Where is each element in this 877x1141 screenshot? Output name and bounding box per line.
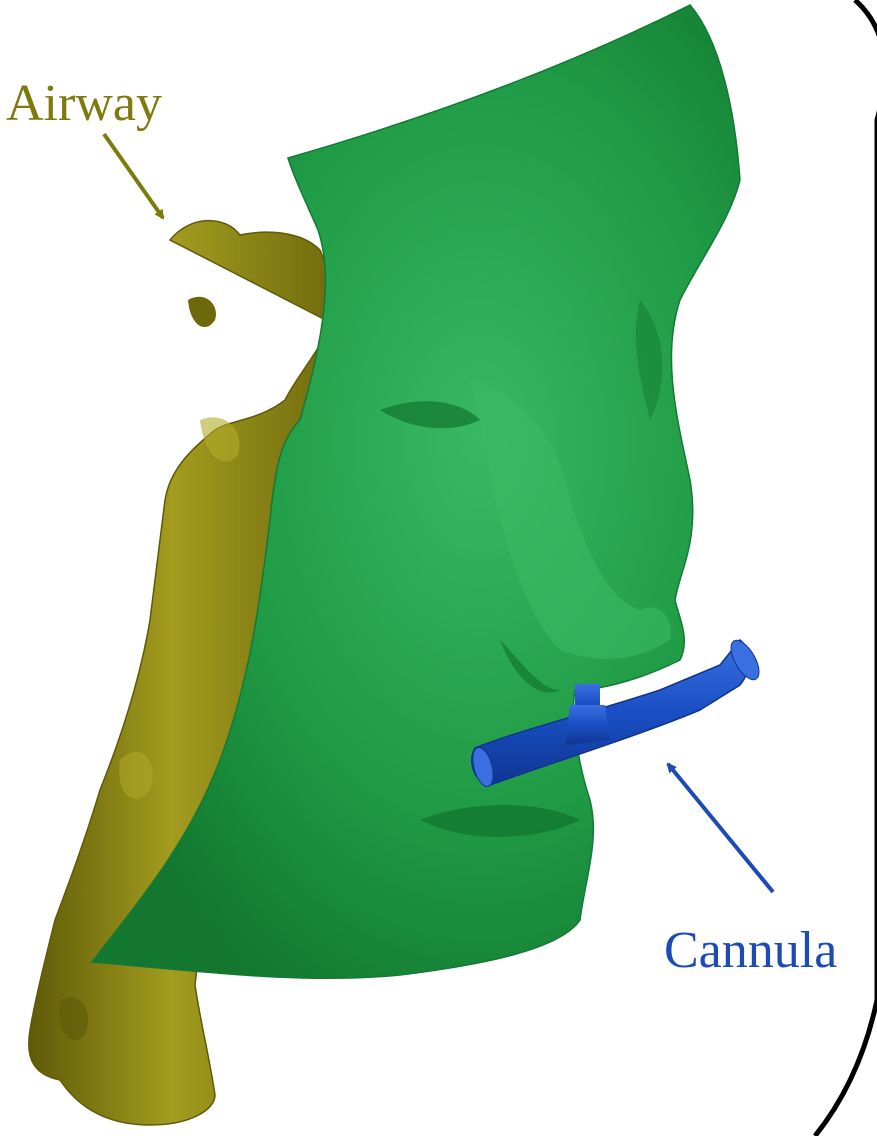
cannula-arrow <box>668 764 773 892</box>
airway-label: Airway <box>6 78 162 130</box>
airway-arrow <box>104 134 163 218</box>
cannula-label: Cannula <box>664 925 837 977</box>
